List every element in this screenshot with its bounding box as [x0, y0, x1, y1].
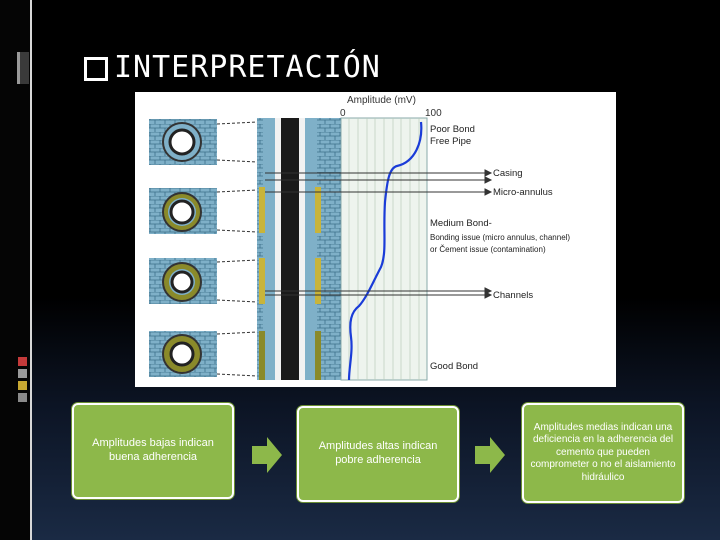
cement-bond-svg: Amplitude (mV) 0 100 Poor Bond Free Pipe… [149, 95, 570, 381]
box-low-amplitude-text: Amplitudes bajas indican buena adherenci… [92, 437, 214, 463]
label-cement-issue: or Čement issue (contamination) [430, 245, 546, 254]
ring-good-bond [149, 331, 217, 377]
label-free-pipe: Free Pipe [430, 136, 471, 147]
decoration-mark [20, 52, 29, 84]
amplitude-curve [347, 121, 423, 381]
label-bonding-issue: Bonding issue (micro annulus, channel) [430, 233, 570, 242]
wellbore-section [257, 118, 341, 380]
amplitude-track [340, 117, 428, 381]
box-medium-amplitude: Amplitudes medias indican una deficienci… [522, 403, 684, 503]
box-high-amplitude: Amplitudes altas indican pobre adherenci… [297, 406, 459, 502]
checkbox-icon [84, 56, 108, 81]
ring-micro-annulus [149, 188, 217, 234]
cross-section-rings [149, 119, 217, 377]
label-medium-bond: Medium Bond- [430, 218, 492, 229]
decoration-square [18, 381, 27, 390]
box-low-amplitude: Amplitudes bajas indican buena adherenci… [72, 403, 234, 499]
ring-poor-bond [149, 119, 217, 165]
decoration-square [18, 357, 27, 366]
slide-title: INTERPRETACIÓN [84, 50, 381, 85]
axis-min: 0 [340, 108, 346, 119]
decoration-square [18, 393, 27, 402]
label-casing: Casing [493, 168, 523, 179]
cement-bond-diagram: Amplitude (mV) 0 100 Poor Bond Free Pipe… [135, 92, 616, 387]
arrow-right-icon [475, 435, 505, 475]
label-poor-bond: Poor Bond [430, 124, 475, 135]
arrow-right-icon [252, 435, 282, 475]
label-channels: Channels [493, 290, 533, 301]
label-good-bond: Good Bond [430, 361, 478, 372]
dashed-connectors [216, 121, 258, 377]
decoration-square [18, 369, 27, 378]
box-high-amplitude-text: Amplitudes altas indican pobre adherenci… [318, 440, 438, 466]
ring-channels [149, 258, 217, 304]
axis-label: Amplitude (mV) [347, 95, 416, 106]
slide-title-text: INTERPRETACIÓN [114, 50, 381, 85]
left-decoration-strip [0, 0, 32, 540]
box-medium-amplitude-text: Amplitudes medias indican una deficienci… [530, 421, 676, 483]
label-micro-annulus: Micro-annulus [493, 187, 553, 198]
axis-max: 100 [425, 108, 442, 119]
pointer-arrows [265, 169, 493, 299]
